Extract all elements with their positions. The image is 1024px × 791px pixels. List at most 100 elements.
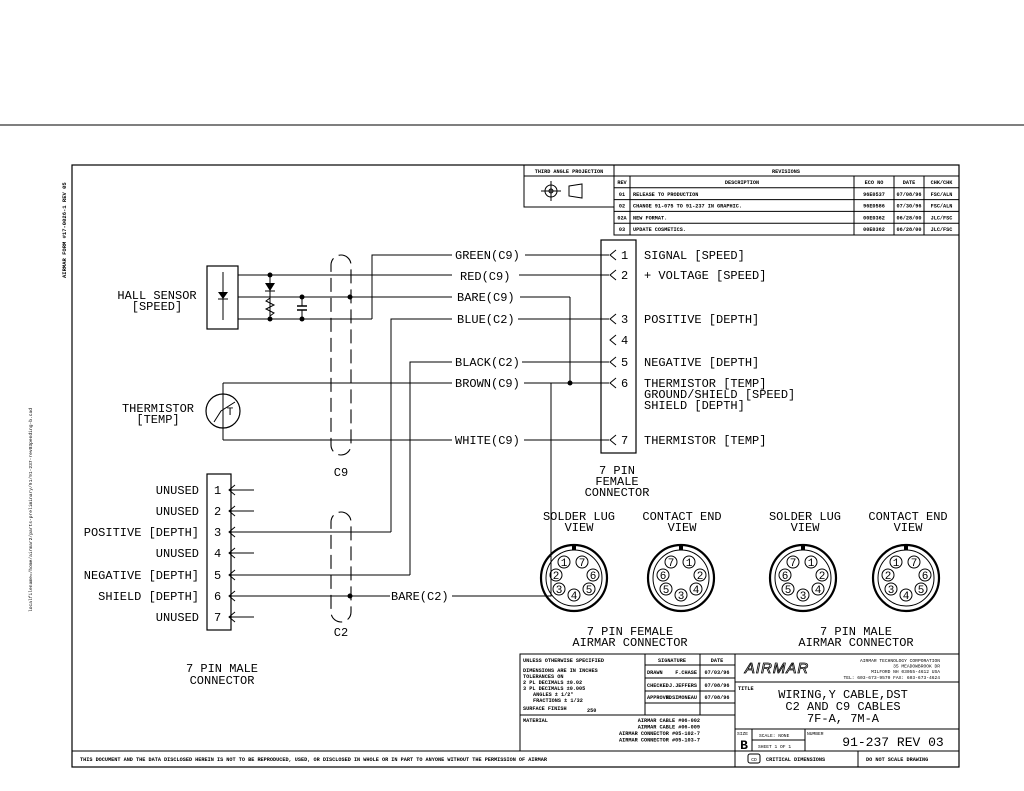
tolerance-line: SURFACE FINISH — [523, 706, 567, 712]
drawing-title: WIRING,Y CABLE,DST — [778, 688, 908, 702]
revision-cell: 02 — [619, 204, 625, 210]
view-label: CONTACT END — [868, 510, 947, 524]
signature-role: CHECKED — [647, 683, 669, 689]
connector-pin — [567, 588, 581, 602]
revision-header: REV — [617, 180, 627, 186]
number-label: NUMBER — [807, 731, 824, 737]
date-header: DATE — [711, 658, 723, 664]
revision-header: DATE — [903, 180, 915, 186]
connector-pin — [586, 568, 600, 582]
connector-pin-number: 4 — [903, 591, 910, 603]
wire-red-label: RED(C9) — [460, 270, 510, 284]
female-pin-number: 1 — [621, 249, 628, 263]
material-label: MATERIAL — [523, 718, 548, 724]
female-pin-label: SIGNAL [SPEED] — [644, 249, 745, 263]
critical-box: CD — [751, 757, 757, 763]
sheet-size: B — [740, 738, 748, 753]
material-item: AIRMAR CONNECTOR #05-103-7 — [619, 738, 700, 744]
connector-pin-number: 7 — [790, 558, 797, 570]
pin-arrow-icon — [228, 526, 236, 538]
connector-pin-number: 1 — [808, 558, 815, 570]
revision-cell: 06/28/00 — [897, 227, 922, 233]
revision-cell: 00E0362 — [863, 215, 885, 221]
material-item: AIRMAR CABLE #06-002 — [638, 718, 700, 724]
view-label: SOLDER LUG — [769, 510, 841, 524]
female-pin-number: 6 — [621, 377, 628, 391]
cable-c9: C9 — [330, 254, 352, 480]
connector-pin-number: 4 — [815, 585, 822, 597]
wire-blue-label: BLUE(C2) — [457, 313, 515, 327]
title-block — [519, 653, 960, 767]
male-pin-number: 4 — [214, 547, 221, 561]
pin-arrow-icon — [609, 269, 617, 281]
connector-pin-number: 6 — [922, 571, 929, 583]
female-pin-label: SHIELD [DEPTH] — [644, 399, 745, 413]
female-pin-number: 4 — [621, 334, 628, 348]
revision-header: CHK/CHK — [931, 180, 954, 186]
view-label: SOLDER LUG — [543, 510, 615, 524]
connector-pin-number: 3 — [888, 585, 895, 597]
wire-green-label: GREEN(C9) — [455, 249, 520, 263]
hall-sensor-sublabel: [SPEED] — [132, 300, 182, 314]
connector-pin-number: 2 — [697, 571, 704, 583]
tolerance-line: UNLESS OTHERWISE SPECIFIED — [523, 658, 604, 664]
connector-pin — [918, 568, 932, 582]
connector-pin-number: 5 — [918, 585, 925, 597]
signature-date: 07/03/96 — [705, 670, 730, 676]
thermistor-symbol: T — [227, 407, 234, 419]
male-pin-label: UNUSED — [156, 484, 199, 498]
male-pin-label: NEGATIVE [DEPTH] — [84, 569, 199, 583]
pin-arrow-icon — [609, 249, 617, 261]
company-address: 35 MEADOWBROOK DR — [893, 664, 940, 670]
connector-pin-number: 3 — [800, 591, 807, 603]
connector-pin — [582, 582, 596, 596]
revision-cell: 00E0362 — [863, 227, 885, 233]
revision-cell: FSC/ALN — [931, 192, 953, 198]
pin-arrow-icon — [609, 377, 617, 389]
male-pin-number: 7 — [214, 611, 221, 625]
company-address: MILFORD NH 03055-4612 USA — [871, 669, 940, 675]
revision-cell: RELEASE TO PRODUCTION — [633, 192, 698, 198]
connector-pin — [889, 555, 903, 569]
view-label: VIEW — [565, 521, 595, 535]
female-pin-label: POSITIVE [DEPTH] — [644, 313, 759, 327]
airmar-logo: AIRMAR — [744, 660, 809, 677]
connector-pin-number: 1 — [686, 558, 693, 570]
connector-pin — [811, 582, 825, 596]
connector-pin — [575, 555, 589, 569]
male-pin-number: 2 — [214, 505, 221, 519]
connector-pin-number: 5 — [663, 585, 670, 597]
view-label: VIEW — [791, 521, 821, 535]
female-pin-label: THERMISTOR [TEMP] — [644, 377, 766, 391]
hall-sensor: HALL SENSOR [SPEED] — [117, 265, 452, 330]
connector-pin-number: 6 — [660, 571, 667, 583]
connector-pin — [881, 568, 895, 582]
company-address: AIRMAR TECHNOLOGY CORPORATION — [860, 658, 940, 664]
male-pin-label: UNUSED — [156, 505, 199, 519]
connector-pin-number: 5 — [785, 585, 792, 597]
material-item: AIRMAR CONNECTOR #05-102-7 — [619, 731, 700, 737]
revision-cell: CHANGE 91-075 TO 91-237 IN GRAPHIC. — [633, 204, 742, 210]
do-not-scale: DO NOT SCALE DRAWING — [866, 757, 928, 763]
material-item: AIRMAR CABLE #06-009 — [638, 725, 700, 731]
connector-pin — [659, 582, 673, 596]
connector-pin-number: 7 — [579, 558, 586, 570]
connector-pin-number: 2 — [885, 571, 892, 583]
sheet-count: SHEET 1 OF 1 — [758, 744, 791, 750]
pin-arrow-icon — [609, 434, 617, 446]
revision-header: DESCRIPTION — [725, 180, 759, 186]
file-path: localfilename=/home/airmar2/parts-prelim… — [28, 408, 34, 612]
male-pin-number: 3 — [214, 526, 221, 540]
view-label: VIEW — [668, 521, 698, 535]
revision-header: ECO NO — [865, 180, 884, 186]
connector-pin-number: 3 — [556, 585, 563, 597]
tolerance-line: FRACTIONS ± 1/32 — [533, 698, 583, 704]
female-pin-number: 5 — [621, 356, 628, 370]
connector-pin-number: 2 — [553, 571, 560, 583]
pin-arrow-icon — [228, 569, 236, 581]
pin-arrow-icon — [609, 313, 617, 325]
male-pin-label: POSITIVE [DEPTH] — [84, 526, 199, 540]
revision-cell: UPDATE COSMETICS. — [633, 227, 686, 233]
